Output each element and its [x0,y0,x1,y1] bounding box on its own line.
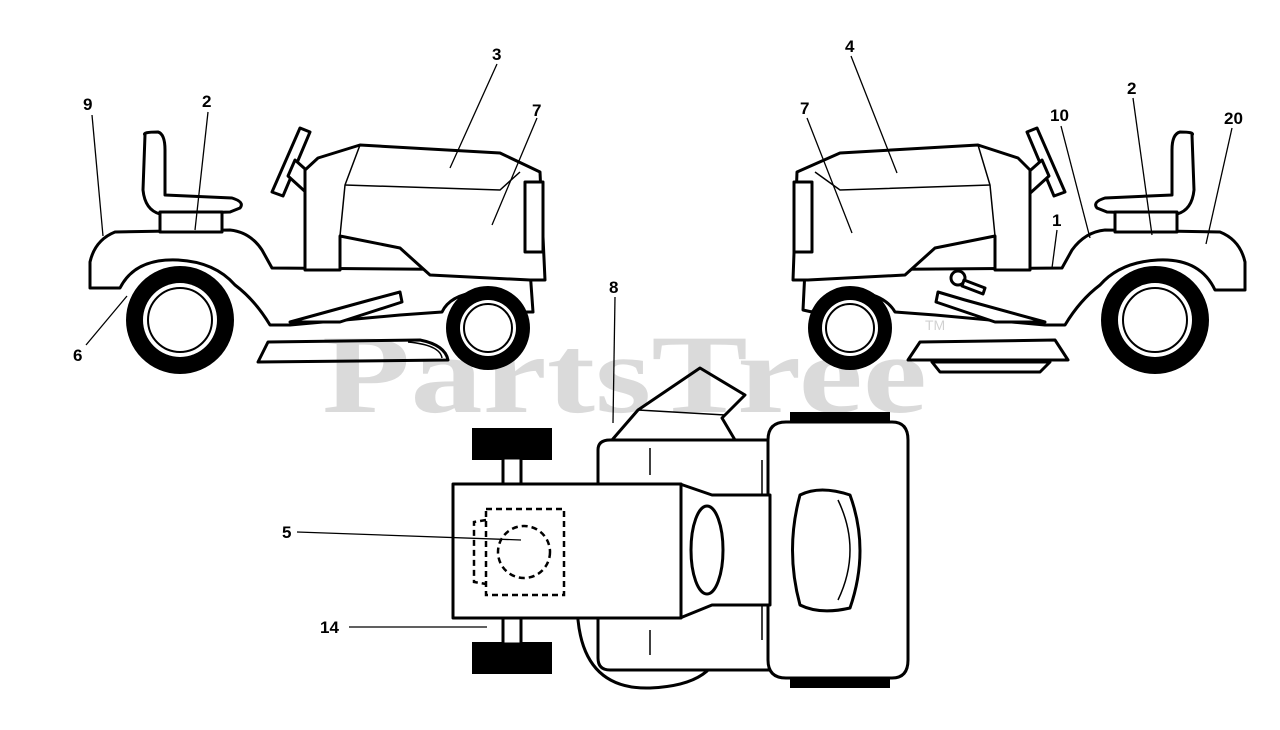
watermark: PartsTree TM [322,313,945,437]
front-tire-bottom [472,642,552,674]
tractor-left-side-view [88,126,547,374]
leader-lines [85,55,1233,628]
callout-2-right: 2 [1127,79,1136,98]
seat-top [791,488,862,613]
callout-2-left: 2 [202,92,211,111]
callout-1: 1 [1052,211,1061,230]
callout-10: 10 [1050,106,1069,125]
callout-5: 5 [282,523,291,542]
seat [141,130,243,216]
mower-deck-right [906,338,1070,362]
mower-deck [256,338,450,364]
watermark-trademark: TM [925,317,945,333]
callout-20: 20 [1224,109,1243,128]
callout-7-left: 7 [532,101,541,120]
callout-8: 8 [609,278,618,297]
front-tire-top [472,428,552,460]
rear-wheel [126,266,234,374]
callout-14: 14 [320,618,339,637]
rear-wheel-right [1101,266,1209,374]
hood [303,143,547,282]
front-wheel-right [808,286,892,370]
tractor-top-view [451,366,910,690]
decal-circle [496,524,552,580]
tractor-right-side-view [791,126,1247,374]
front-hood [451,482,683,620]
rear-fender [88,228,535,327]
hood-right [791,143,1032,282]
callout-labels: 9 2 3 7 6 4 7 10 2 20 1 8 5 14 [73,37,1243,637]
steering-wheel [270,126,312,198]
seat-right [1094,130,1196,216]
callout-4: 4 [845,37,855,56]
callout-3: 3 [492,45,501,64]
decal-outline [484,507,566,597]
watermark-text: PartsTree [322,313,927,437]
callout-6: 6 [73,346,82,365]
front-wheel [446,286,530,370]
rear-fender-right [801,228,1247,327]
steering-wheel-right [1025,126,1067,198]
callout-9: 9 [83,95,92,114]
callout-7-right: 7 [800,99,809,118]
